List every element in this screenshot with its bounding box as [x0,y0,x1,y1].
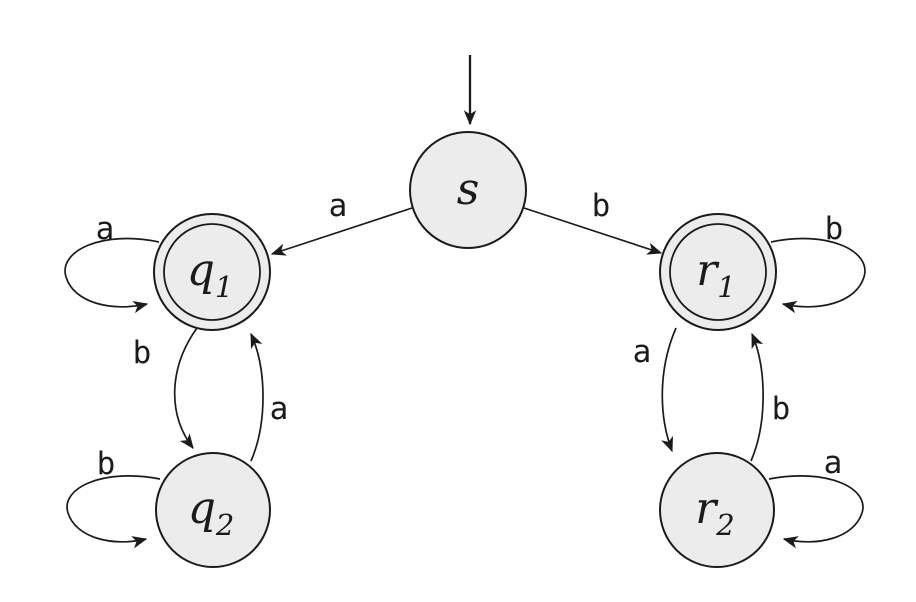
transition-q1-q1-label: a [96,211,115,247]
transition-q2-q2-label: b [97,446,116,482]
transition-r1-r2-edge [661,327,677,453]
state-r1: r1 [659,213,777,331]
transition-q1-q2-edge [173,327,198,449]
transition-q2-q1-edge [250,332,264,462]
state-q2-label: q2 [188,483,235,542]
state-s-label: s [457,164,480,215]
transition-r1-r1-edge [770,237,866,314]
transition-r2-r2-edge [768,475,864,549]
transition-s-r1-edge [523,207,663,255]
transition-q1-q2-label: b [133,335,152,371]
transition-s-r1-label: b [592,188,611,224]
state-q1-label: q1 [187,245,234,304]
transition-r2-r1-edge [750,332,764,462]
transition-r2-r1-label: b [772,391,791,427]
transition-s-q1-edge [270,207,413,256]
transition-r1-r2-label: a [633,334,652,370]
transition-q2-q2-edge [66,475,161,549]
transition-r2-r2-label: a [824,445,843,481]
transition-q1-q1-edge [64,237,160,314]
state-r2-label: r2 [695,483,735,542]
state-s: s [409,131,527,249]
state-r2: r2 [659,452,775,568]
state-q1: q1 [153,213,271,331]
transition-s-q1-label: a [329,188,348,224]
state-q2: q2 [155,452,271,568]
transition-q2-q1-label: a [270,391,289,427]
transition-r1-r1-label: b [825,211,844,247]
state-r1-label: r1 [696,245,736,304]
